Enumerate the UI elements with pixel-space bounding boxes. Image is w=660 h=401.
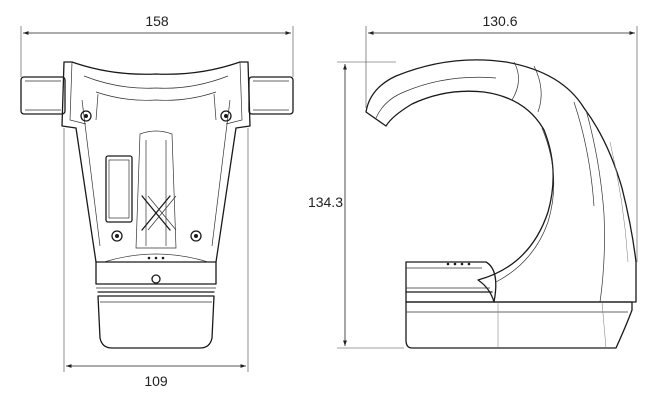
front-saddle <box>61 61 251 263</box>
front-width-dimension: 158 <box>20 13 294 77</box>
side-base <box>405 301 633 349</box>
front-base <box>97 295 215 349</box>
front-view <box>20 61 294 349</box>
front-base-dimension: 109 <box>63 128 249 389</box>
side-width-dimension: 130.6 <box>365 13 638 262</box>
right-clamp-knob <box>248 76 294 115</box>
left-clamp-knob <box>20 76 66 115</box>
side-view <box>365 59 637 349</box>
side-width-label: 130.6 <box>482 13 517 29</box>
front-spine <box>135 130 177 249</box>
side-height-label: 134.3 <box>308 194 343 210</box>
side-height-dimension: 134.3 <box>304 61 404 349</box>
front-base-width-label: 109 <box>144 373 168 389</box>
front-screws <box>80 110 232 242</box>
front-collar <box>95 253 217 293</box>
side-height-label-bg <box>304 192 344 212</box>
front-width-label: 158 <box>145 13 169 29</box>
label-window-inner <box>108 159 130 219</box>
label-window <box>105 155 133 223</box>
side-collar <box>405 261 497 303</box>
